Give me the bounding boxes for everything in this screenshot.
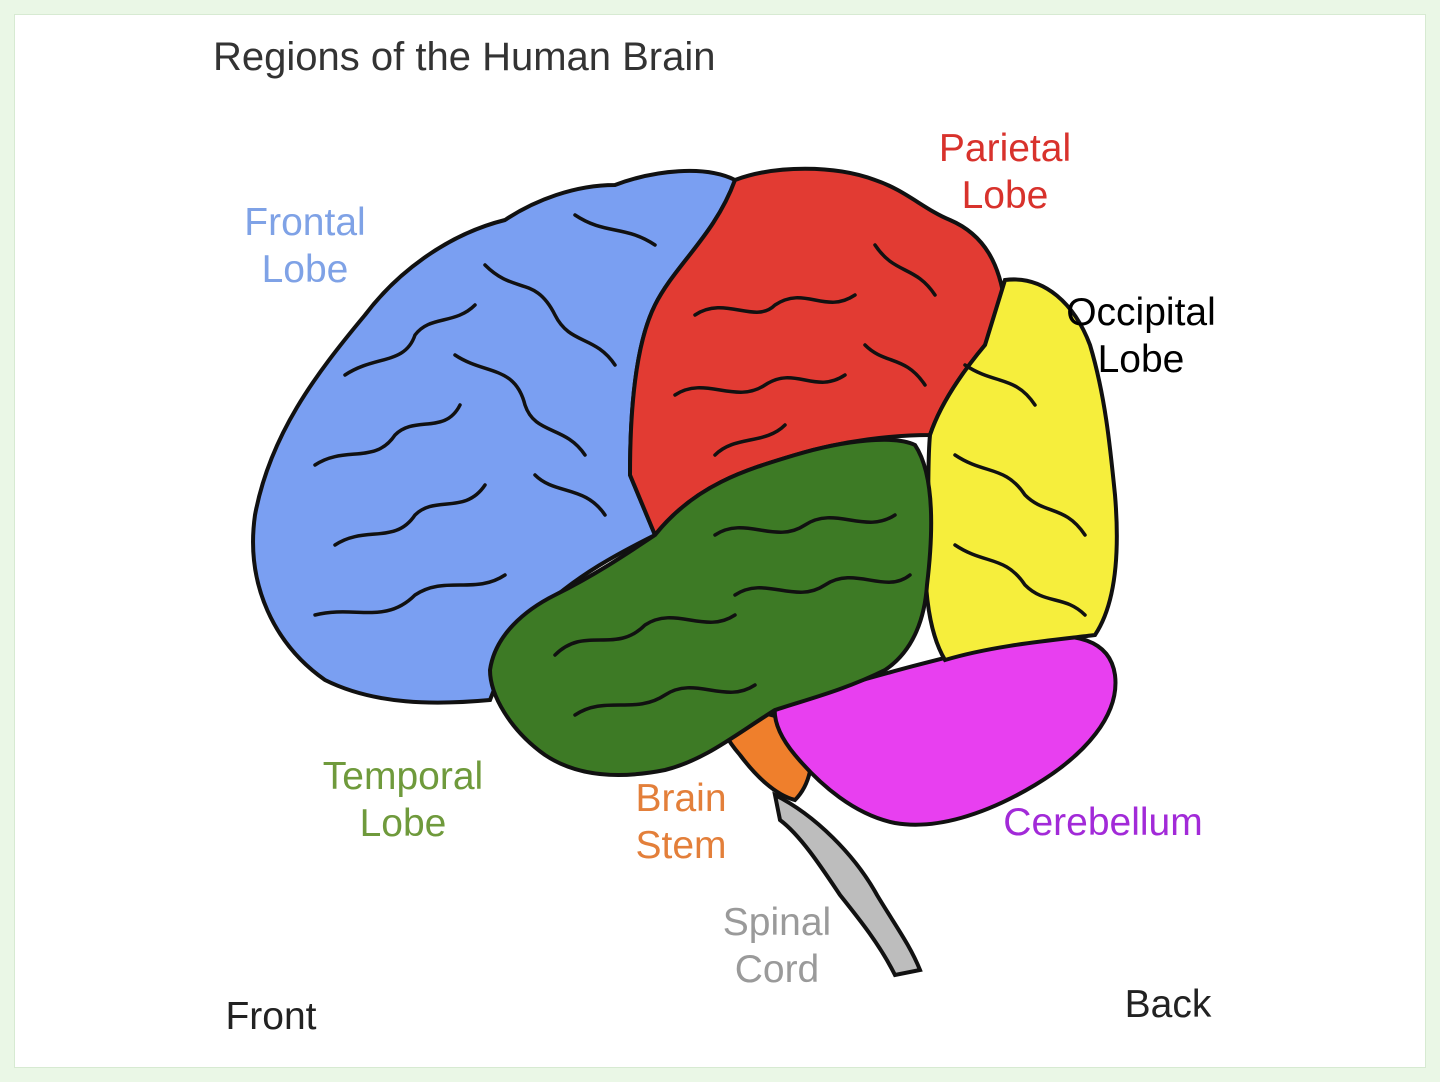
brain-stem-label: Brain Stem bbox=[635, 777, 727, 867]
diagram-frame: Regions of the Human Brain bbox=[14, 14, 1426, 1068]
parietal-lobe-label: Parietal Lobe bbox=[938, 127, 1072, 217]
brain-illustration bbox=[251, 166, 1119, 978]
temporal-lobe-shape bbox=[487, 437, 934, 777]
cerebellum-label: Cerebellum bbox=[1003, 801, 1203, 844]
occipital-lobe-label: Occipital Lobe bbox=[1066, 291, 1216, 381]
frontal-lobe-label: Frontal Lobe bbox=[244, 201, 366, 291]
front-orientation-label: Front bbox=[225, 995, 317, 1038]
back-orientation-label: Back bbox=[1124, 983, 1212, 1026]
diagram-title: Regions of the Human Brain bbox=[213, 35, 716, 79]
spinal-cord-label: Spinal Cord bbox=[722, 901, 832, 991]
parietal-lobe-shape bbox=[627, 166, 1008, 539]
brain-gyri-lines bbox=[313, 213, 1087, 717]
temporal-lobe-label: Temporal Lobe bbox=[322, 755, 484, 845]
occipital-lobe-shape bbox=[922, 277, 1119, 663]
spinal-cord-shape bbox=[772, 791, 923, 978]
